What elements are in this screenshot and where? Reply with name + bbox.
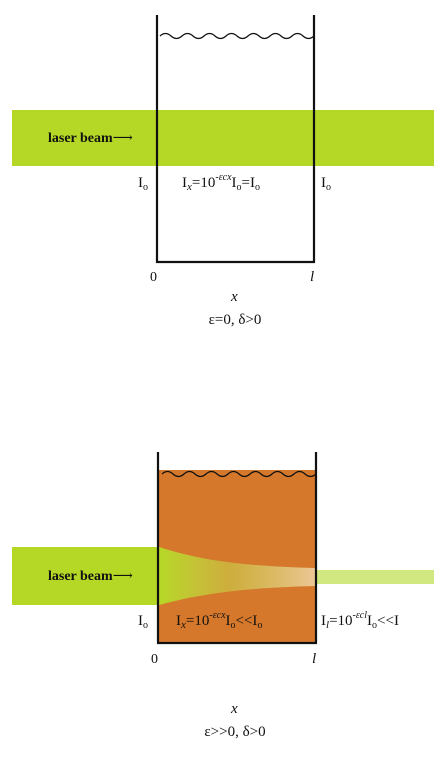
top-axis-x: x (230, 289, 238, 305)
bottom-laser-beam-in (12, 547, 159, 605)
top-beam-label: laser beam⟶ (48, 131, 133, 146)
bottom-intensity-out: Il=10-εclIo<<I (321, 610, 399, 631)
bottom-laser-beam-out (316, 570, 434, 584)
bottom-liquid-surface (161, 470, 317, 478)
bottom-axis-l: l (312, 651, 316, 667)
top-condition: ε=0, δ>0 (209, 312, 262, 328)
bottom-beam-attenuation (159, 547, 315, 605)
top-liquid-surface (159, 32, 315, 40)
top-laser-beam (12, 110, 434, 166)
bottom-axis-zero: 0 (151, 652, 158, 667)
top-equation: Ix=10-εcxIo=Io (182, 172, 260, 193)
top-intensity-in: Io (138, 175, 148, 193)
top-intensity-out: Io (321, 175, 331, 193)
top-axis-zero: 0 (150, 270, 157, 285)
top-axis-l: l (310, 269, 314, 285)
bottom-equation: Ix=10-εcxIo<<Io (176, 610, 262, 631)
bottom-axis-x: x (230, 701, 238, 717)
bottom-beam-label: laser beam⟶ (48, 569, 133, 584)
bottom-panel: laser beam⟶ Io Ix=10-εcxIo<<Io Il=10-εcl… (12, 452, 434, 740)
top-panel: laser beam⟶ Io Ix=10-εcxIo=Io Io 0 l x ε… (12, 15, 434, 328)
bottom-condition: ε>>0, δ>0 (204, 724, 265, 740)
bottom-intensity-in: Io (138, 613, 148, 631)
